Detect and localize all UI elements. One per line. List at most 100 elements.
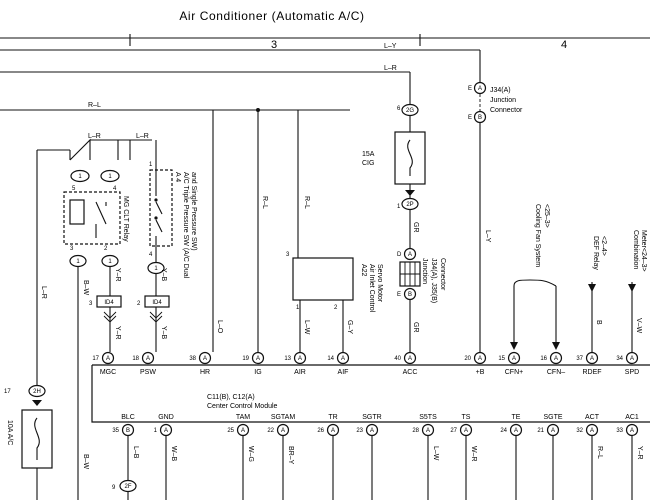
j34-label: J34(A) bbox=[490, 87, 511, 94]
pin-number: 1 bbox=[154, 428, 158, 434]
pin-number: 13 bbox=[284, 356, 291, 362]
pin-connector-letter: A bbox=[203, 356, 207, 362]
svg-text:W–R: W–R bbox=[470, 446, 477, 462]
pin-number: 38 bbox=[189, 356, 196, 362]
svg-text:3: 3 bbox=[286, 252, 290, 258]
svg-text:A: A bbox=[478, 86, 482, 92]
svg-text:Connector: Connector bbox=[490, 107, 523, 114]
section-4: 4 bbox=[561, 39, 567, 51]
pin-name: ACC bbox=[403, 369, 418, 376]
svg-text:V–W: V–W bbox=[635, 318, 642, 334]
pin-connector-letter: A bbox=[590, 356, 594, 362]
svg-text:W–G: W–G bbox=[247, 446, 254, 462]
connector-2g: 2G bbox=[406, 108, 414, 114]
connector-2p: 2P bbox=[406, 202, 413, 208]
pin-number: 19 bbox=[242, 356, 249, 362]
pin-number: 17 bbox=[92, 356, 99, 362]
svg-text:L–Y: L–Y bbox=[484, 230, 491, 243]
svg-text:B–W: B–W bbox=[82, 454, 89, 470]
connector-id4-a: ID4 bbox=[104, 300, 114, 306]
svg-text:R–L: R–L bbox=[261, 196, 268, 209]
pin-number: 32 bbox=[576, 428, 583, 434]
svg-text:Y–R: Y–R bbox=[114, 326, 121, 340]
pin-name: PSW bbox=[140, 369, 156, 376]
pin-connector-letter: A bbox=[426, 428, 430, 434]
svg-text:D: D bbox=[397, 252, 402, 258]
pin-name: TAM bbox=[236, 414, 250, 421]
svg-text:9: 9 bbox=[112, 485, 116, 491]
pin-connector-letter: A bbox=[256, 356, 260, 362]
pin-connector-letter: A bbox=[341, 356, 345, 362]
pin-circle bbox=[585, 423, 599, 437]
svg-text:L–B: L–B bbox=[132, 446, 139, 459]
pin-circle bbox=[549, 351, 563, 365]
svg-text:W–B: W–B bbox=[170, 446, 177, 462]
pin-number: 33 bbox=[616, 428, 623, 434]
top-pin-3: 19 A IG bbox=[242, 351, 265, 376]
pin-name: IG bbox=[254, 369, 261, 376]
svg-text:A/C Triple Pressure SW (A/C Du: A/C Triple Pressure SW (A/C Dual bbox=[182, 172, 189, 279]
svg-text:5: 5 bbox=[72, 186, 76, 192]
pin-circle bbox=[293, 351, 307, 365]
pin-connector-letter: A bbox=[464, 428, 468, 434]
pin-connector-letter: A bbox=[298, 356, 302, 362]
wire-label: R–L bbox=[88, 102, 101, 109]
svg-text:17: 17 bbox=[4, 389, 11, 395]
pin-connector-letter: A bbox=[478, 356, 482, 362]
pin-number: 18 bbox=[132, 356, 139, 362]
svg-text:1: 1 bbox=[149, 162, 153, 168]
pin-number: 15 bbox=[498, 356, 505, 362]
svg-text:and Single Pressure SW): and Single Pressure SW) bbox=[190, 172, 197, 251]
pin-name: CFN+ bbox=[505, 369, 523, 376]
svg-text:A22: A22 bbox=[360, 264, 367, 277]
bottom-wires: W–B W–G BR–Y L–W W–R R–L Y–R bbox=[165, 436, 643, 500]
pin-name: SGTAM bbox=[271, 414, 296, 421]
pin-number: 16 bbox=[540, 356, 547, 362]
svg-text:Y–B: Y–B bbox=[160, 268, 167, 282]
pin-number: 35 bbox=[112, 428, 119, 434]
pin-number: 28 bbox=[412, 428, 419, 434]
pin-connector-letter: A bbox=[106, 356, 110, 362]
svg-text:3: 3 bbox=[89, 301, 93, 307]
pin-circle bbox=[546, 423, 560, 437]
svg-text:BR–Y: BR–Y bbox=[287, 446, 294, 465]
pin-number: 20 bbox=[464, 356, 471, 362]
svg-text:L–R: L–R bbox=[136, 133, 149, 140]
svg-text:Connector: Connector bbox=[439, 258, 446, 291]
svg-text:L–W: L–W bbox=[303, 320, 310, 335]
pin-circle bbox=[507, 351, 521, 365]
svg-text:GR: GR bbox=[412, 322, 419, 333]
svg-text:4: 4 bbox=[149, 252, 153, 258]
pin-connector-letter: A bbox=[551, 428, 555, 434]
pin-connector-letter: A bbox=[630, 356, 634, 362]
pin-name: TS bbox=[462, 414, 471, 421]
pin-circle bbox=[101, 351, 115, 365]
pin-circle bbox=[365, 423, 379, 437]
pin-name: SGTR bbox=[362, 414, 381, 421]
pin-number: 22 bbox=[267, 428, 274, 434]
svg-text:R–L: R–L bbox=[596, 446, 603, 459]
svg-text:Y–R: Y–R bbox=[636, 446, 643, 460]
svg-text:1: 1 bbox=[296, 305, 300, 311]
pin-connector-letter: A bbox=[512, 356, 516, 362]
pin-circle bbox=[509, 423, 523, 437]
svg-text:DEF Relay: DEF Relay bbox=[592, 236, 599, 270]
svg-text:L–R: L–R bbox=[40, 286, 47, 299]
pin-number: 27 bbox=[450, 428, 457, 434]
pin-connector-letter: A bbox=[331, 428, 335, 434]
svg-text:L–W: L–W bbox=[432, 446, 439, 461]
